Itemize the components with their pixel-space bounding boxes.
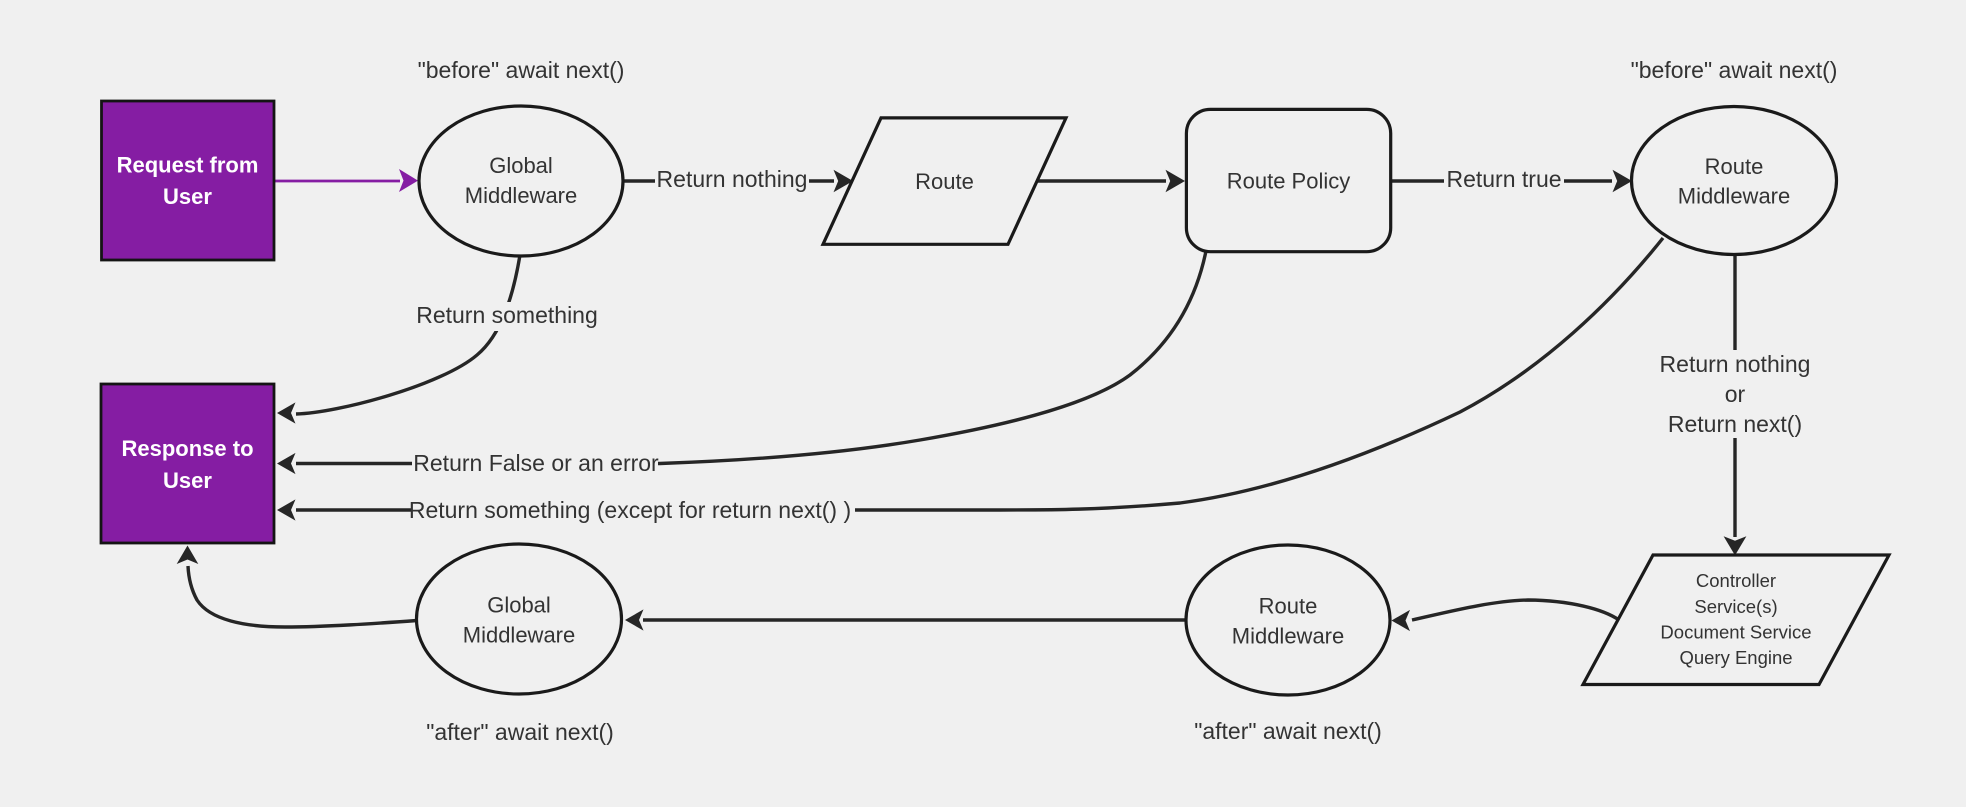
svg-text:or: or <box>1725 381 1746 407</box>
svg-text:"after" await next(): "after" await next() <box>1194 718 1382 744</box>
svg-text:User: User <box>163 184 212 209</box>
svg-text:Global: Global <box>487 593 551 618</box>
svg-text:Return False or an error: Return False or an error <box>413 450 659 476</box>
svg-text:Middleware: Middleware <box>1678 184 1791 209</box>
svg-text:Route: Route <box>1705 154 1764 179</box>
svg-text:Return next(): Return next() <box>1668 411 1802 437</box>
svg-text:Request from: Request from <box>117 153 259 178</box>
svg-text:Global: Global <box>489 153 553 178</box>
svg-text:Route Policy: Route Policy <box>1227 169 1351 194</box>
svg-text:User: User <box>163 468 212 493</box>
svg-text:Return nothing: Return nothing <box>657 166 808 192</box>
svg-text:Return something: Return something <box>416 302 598 328</box>
svg-text:Route: Route <box>1259 594 1318 619</box>
svg-text:Return something (except for r: Return something (except for return next… <box>409 497 851 523</box>
svg-text:Controller: Controller <box>1696 570 1776 591</box>
svg-text:"before" await next(): "before" await next() <box>418 57 625 83</box>
svg-text:Return nothing: Return nothing <box>1660 351 1811 377</box>
svg-text:Middleware: Middleware <box>465 183 578 208</box>
svg-text:Service(s): Service(s) <box>1694 596 1777 617</box>
svg-text:"after" await next(): "after" await next() <box>426 719 614 745</box>
svg-text:Middleware: Middleware <box>1232 624 1345 649</box>
svg-text:Document Service: Document Service <box>1660 622 1811 643</box>
svg-text:Middleware: Middleware <box>463 623 576 648</box>
svg-text:Response to: Response to <box>121 436 253 461</box>
svg-text:"before" await next(): "before" await next() <box>1631 57 1838 83</box>
svg-text:Query Engine: Query Engine <box>1679 647 1792 668</box>
svg-text:Route: Route <box>915 169 974 194</box>
svg-text:Return true: Return true <box>1446 166 1561 192</box>
